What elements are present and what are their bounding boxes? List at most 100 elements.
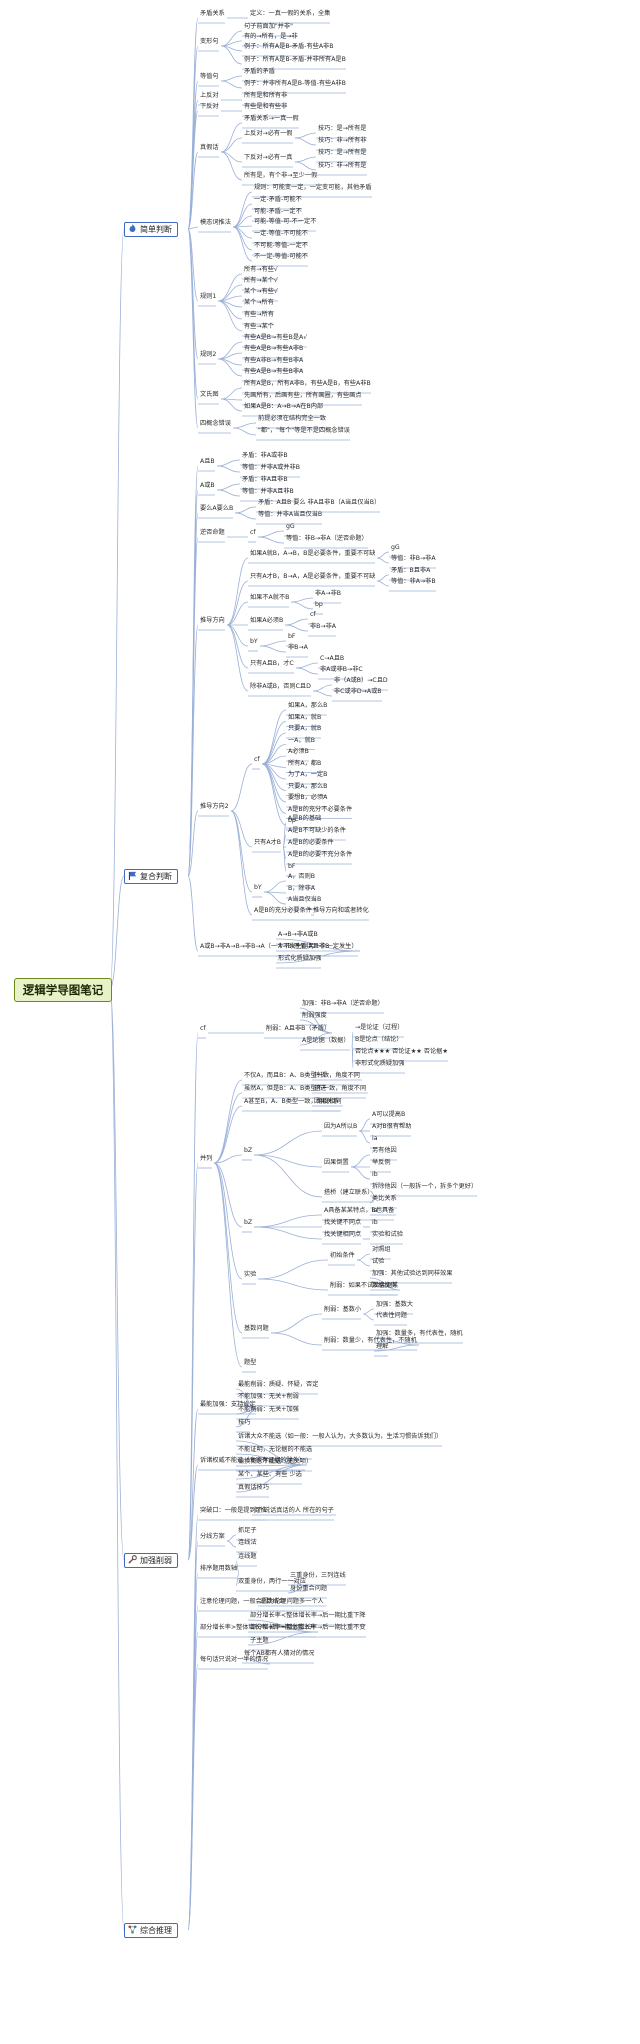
mindmap-node[interactable]: A对B很有帮助: [372, 1123, 412, 1130]
mindmap-node[interactable]: 一定-等值-不可能不: [254, 230, 308, 237]
mindmap-node[interactable]: 每句话只说对一半的情况: [200, 1656, 269, 1663]
mindmap-node[interactable]: 如果A必须B: [250, 617, 284, 624]
mindmap-node[interactable]: 规则：可能变一定，一定变可能，其他矛盾: [254, 184, 372, 191]
mindmap-node[interactable]: bZ: [244, 1219, 253, 1226]
mindmap-node[interactable]: 只有A且B，才C: [250, 660, 294, 667]
mindmap-node[interactable]: 真假话技巧: [238, 1484, 269, 1491]
mindmap-node[interactable]: 双重身份，两行一一对应: [238, 1578, 307, 1585]
mindmap-node[interactable]: 所有A，都B: [288, 759, 322, 767]
mindmap-node[interactable]: 某个、某些、有些 少选: [238, 1471, 302, 1478]
mindmap-node[interactable]: 技巧：是→所有是: [318, 125, 367, 132]
mindmap-node[interactable]: 非B→非A: [310, 623, 337, 630]
mindmap-node[interactable]: 不一定-等值-可能不: [254, 253, 308, 260]
mindmap-node[interactable]: 有些A是B→有些B是A√: [244, 334, 308, 341]
mindmap-node[interactable]: 部分增长率=整体增长率→后一期比重不变: [250, 1624, 366, 1631]
mindmap-node[interactable]: 推导方向和或者转化: [313, 907, 369, 914]
mindmap-node[interactable]: 为了A，一定B: [288, 771, 328, 778]
mindmap-node[interactable]: 等值：非B→非A（逆否命题）: [286, 535, 368, 542]
mindmap-node[interactable]: 四概念错误: [200, 420, 231, 427]
mindmap-node[interactable]: 技巧：非→所有是: [318, 162, 367, 169]
mindmap-node[interactable]: 等值：非B→非A: [391, 555, 436, 562]
mindmap-node[interactable]: 加强：其他试验达到同样效果: [372, 1270, 453, 1277]
mindmap-node[interactable]: 下反对: [200, 103, 219, 110]
mindmap-node[interactable]: cf: [254, 756, 260, 763]
mindmap-node[interactable]: ia: [372, 1135, 378, 1142]
category-3[interactable]: 加强削弱: [124, 1553, 178, 1568]
mindmap-node[interactable]: 最能加强：支持肯定: [200, 1401, 256, 1408]
mindmap-node[interactable]: 非C或非D→A或B: [334, 688, 382, 695]
mindmap-node[interactable]: 有些→所有: [244, 311, 274, 318]
mindmap-node[interactable]: 例子：所有A是B-矛盾-有些A非B: [244, 43, 334, 50]
mindmap-node[interactable]: 因果关系: [314, 1098, 339, 1105]
mindmap-node[interactable]: 对照组: [372, 1246, 391, 1253]
mindmap-node[interactable]: 搭桥（建立联系）: [324, 1189, 374, 1196]
mindmap-node[interactable]: 所有是和所有非: [244, 92, 288, 99]
mindmap-node[interactable]: 连线题: [238, 1553, 257, 1560]
mindmap-node[interactable]: 例子：所有A是B-矛盾-并非所有A是B: [244, 56, 346, 63]
mindmap-node[interactable]: A甚至B，A、B类型一致，角度相同: [244, 1098, 342, 1105]
mindmap-node[interactable]: 代表性问题: [376, 1312, 407, 1319]
mindmap-node[interactable]: 非B→A: [288, 644, 308, 651]
mindmap-node[interactable]: A是B的基础: [288, 815, 322, 822]
mindmap-node[interactable]: bF: [288, 633, 296, 640]
mindmap-node[interactable]: 削弱：如果不试验会更某: [330, 1282, 399, 1289]
mindmap-node[interactable]: A是B的必要不充分条件: [288, 851, 353, 858]
mindmap-node[interactable]: 真假话: [200, 144, 219, 151]
mindmap-node[interactable]: 基数问题: [244, 1325, 269, 1332]
mindmap-node[interactable]: 不能加强：无关+削弱: [238, 1393, 299, 1400]
mindmap-node[interactable]: 非A→非B: [315, 590, 342, 597]
mindmap-node[interactable]: 等值：并非A且非B: [242, 488, 294, 495]
mindmap-node[interactable]: 有些是和有些非: [244, 103, 288, 110]
mindmap-node[interactable]: 找关键不同点: [324, 1219, 362, 1226]
mindmap-node[interactable]: 削弱：A且非B（矛盾）: [266, 1025, 331, 1032]
mindmap-node[interactable]: C→A且B: [320, 655, 345, 662]
mindmap-node[interactable]: 一定-矛盾-可能不: [254, 196, 302, 203]
mindmap-node[interactable]: 如果不A就不B: [250, 594, 290, 601]
mindmap-node[interactable]: 只要A，那么B: [288, 782, 328, 790]
mindmap-node[interactable]: 只要A，就B: [288, 725, 322, 732]
mindmap-node[interactable]: 所有→某个√: [244, 277, 278, 284]
mindmap-node[interactable]: A是论据（数据）: [302, 1037, 350, 1044]
mindmap-node[interactable]: 最能削弱：质疑、怀疑，否定: [238, 1381, 319, 1388]
mindmap-node[interactable]: 技巧：是→所有是: [318, 149, 367, 156]
mindmap-node[interactable]: 有些A非B→有些B非A: [244, 357, 304, 364]
mindmap-node[interactable]: 只有A才B，B→A，A是必要条件，重要不可缺: [250, 573, 376, 580]
mindmap-node[interactable]: A且B: [200, 458, 215, 465]
mindmap-node[interactable]: 题型: [244, 1359, 257, 1366]
mindmap-node[interactable]: 除非A或B，否则C且D: [250, 683, 311, 690]
mindmap-node[interactable]: 如果A，那么B: [288, 702, 328, 709]
mindmap-node[interactable]: 非形式化质疑加强: [355, 1060, 405, 1067]
mindmap-node[interactable]: 等值：并非A当且仅当B: [258, 511, 323, 518]
mindmap-node[interactable]: 注意伦理问题，一般会因为伦理问题多一个人: [200, 1598, 324, 1605]
mindmap-node[interactable]: 逆否命题: [200, 529, 225, 536]
mindmap-node[interactable]: 要么A要么B: [200, 505, 234, 512]
mindmap-node[interactable]: "都"，"每个"等是不是四概念错误: [258, 427, 350, 434]
mindmap-node[interactable]: 偷换概念不能选（无关项）: [238, 1458, 313, 1465]
mindmap-node[interactable]: 部分增长率>整体增长率→后一期比重上升: [200, 1624, 316, 1631]
mindmap-node[interactable]: cf: [200, 1025, 206, 1032]
mindmap-node[interactable]: 因为A所以B: [324, 1123, 358, 1130]
mindmap-node[interactable]: 逆数结合: [260, 1598, 285, 1605]
mindmap-node[interactable]: 三重身份，三列连线: [290, 1572, 346, 1579]
mindmap-node[interactable]: 所有是，有个非→至少一假: [244, 172, 318, 179]
mindmap-node[interactable]: 有些→某个: [244, 323, 274, 330]
mindmap-node[interactable]: 因果倒置: [324, 1159, 349, 1166]
category-2[interactable]: 复合判断: [124, 869, 178, 884]
mindmap-node[interactable]: 试验: [372, 1258, 385, 1265]
mindmap-node[interactable]: A可以提高B: [372, 1111, 406, 1118]
mindmap-node[interactable]: 如果A就B，A→B，B是必要条件，重要不可缺: [250, 550, 376, 557]
mindmap-node[interactable]: 上反对→必有一假: [244, 130, 293, 137]
mindmap-node[interactable]: cf: [250, 529, 256, 536]
mindmap-node[interactable]: 某个→所有: [244, 299, 274, 306]
mindmap-node[interactable]: 有些A是B→有些A非B: [244, 345, 304, 352]
mindmap-node[interactable]: 分线方案: [200, 1533, 225, 1540]
mindmap-node[interactable]: 削弱强度: [302, 1012, 327, 1019]
mindmap-node[interactable]: 另有他因: [372, 1147, 397, 1154]
mindmap-node[interactable]: 矛盾：非A且非B: [242, 476, 288, 483]
mindmap-node[interactable]: 否论点★★★ 否论证★★ 否论据★: [355, 1048, 448, 1055]
mindmap-node[interactable]: A是B不可缺少的条件: [288, 827, 346, 834]
mindmap-node[interactable]: cf: [310, 611, 316, 618]
mindmap-node[interactable]: bZ: [244, 1147, 253, 1154]
mindmap-node[interactable]: 矛盾：A且B 要么 非A且非B（A当且仅当B）: [258, 499, 381, 506]
mindmap-node[interactable]: 矛盾关系: [200, 10, 225, 17]
